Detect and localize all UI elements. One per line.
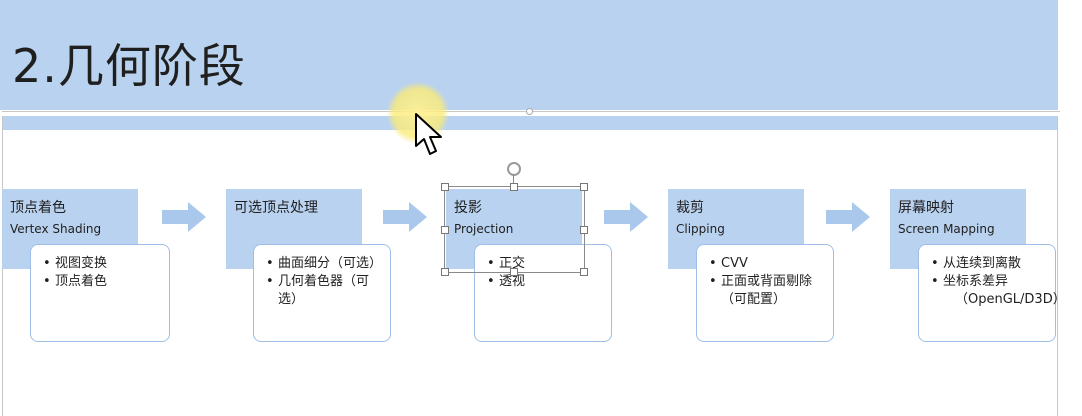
stage-cn-label: 可选顶点处理	[234, 200, 318, 216]
stage-en-label: Screen Mapping	[898, 222, 995, 236]
rotate-handle-stem	[513, 174, 514, 186]
resize-handle[interactable]	[441, 226, 449, 234]
stage-details-screen-mapping[interactable]: 从连续到离散 坐标系差异 （OpenGL/D3D）	[918, 244, 1066, 342]
stage-details-clipping[interactable]: CVV 正面或背面剔除（可配置）	[696, 244, 834, 342]
title-band	[0, 0, 1058, 110]
rotate-handle-icon[interactable]	[507, 162, 521, 176]
resize-handle[interactable]	[510, 183, 518, 191]
resize-handle[interactable]	[441, 183, 449, 191]
stage-cn-label: 屏幕映射	[898, 200, 954, 216]
mouse-pointer-icon	[415, 113, 442, 155]
selection-frame[interactable]	[444, 186, 585, 273]
list-item: 曲面细分（可选）	[266, 255, 384, 273]
list-note: （OpenGL/D3D）	[955, 292, 1066, 307]
resize-handle[interactable]	[580, 226, 588, 234]
list-item: 几何着色器（可选）	[266, 273, 384, 309]
arrow-right-icon	[383, 202, 427, 232]
list-item: 正交	[487, 255, 605, 273]
content-band	[2, 116, 1058, 130]
resize-handle[interactable]	[510, 268, 518, 276]
stage-en-label: Vertex Shading	[10, 222, 102, 236]
title-selection-handle[interactable]	[526, 108, 533, 115]
stage-cn-label: 投影	[454, 200, 482, 216]
list-item: 透视	[487, 273, 605, 291]
stage-en-label: Projection	[454, 222, 514, 236]
list-item: 顶点着色	[43, 273, 163, 291]
resize-handle[interactable]	[580, 183, 588, 191]
list-item: 视图变换	[43, 255, 163, 273]
arrow-right-icon	[826, 202, 870, 232]
list-item: 坐标系差异	[931, 273, 1049, 291]
list-item: 正面或背面剔除（可配置）	[709, 273, 827, 309]
stage-details-vertex-shading[interactable]: 视图变换 顶点着色	[30, 244, 170, 342]
stage-details-optional-vertex[interactable]: 曲面细分（可选） 几何着色器（可选）	[253, 244, 391, 342]
stage-cn-label: 裁剪	[676, 200, 704, 216]
resize-handle[interactable]	[441, 268, 449, 276]
arrow-right-icon	[162, 202, 206, 232]
resize-handle[interactable]	[580, 268, 588, 276]
stage-en-label: Clipping	[676, 222, 725, 236]
stage-cn-label: 顶点着色	[10, 200, 66, 216]
slide-title[interactable]: 2.几何阶段	[12, 39, 246, 93]
arrow-right-icon	[604, 202, 648, 232]
list-item: 从连续到离散	[931, 255, 1049, 273]
stage-details-projection[interactable]: 正交 透视	[474, 244, 612, 342]
list-item: CVV	[709, 255, 827, 273]
